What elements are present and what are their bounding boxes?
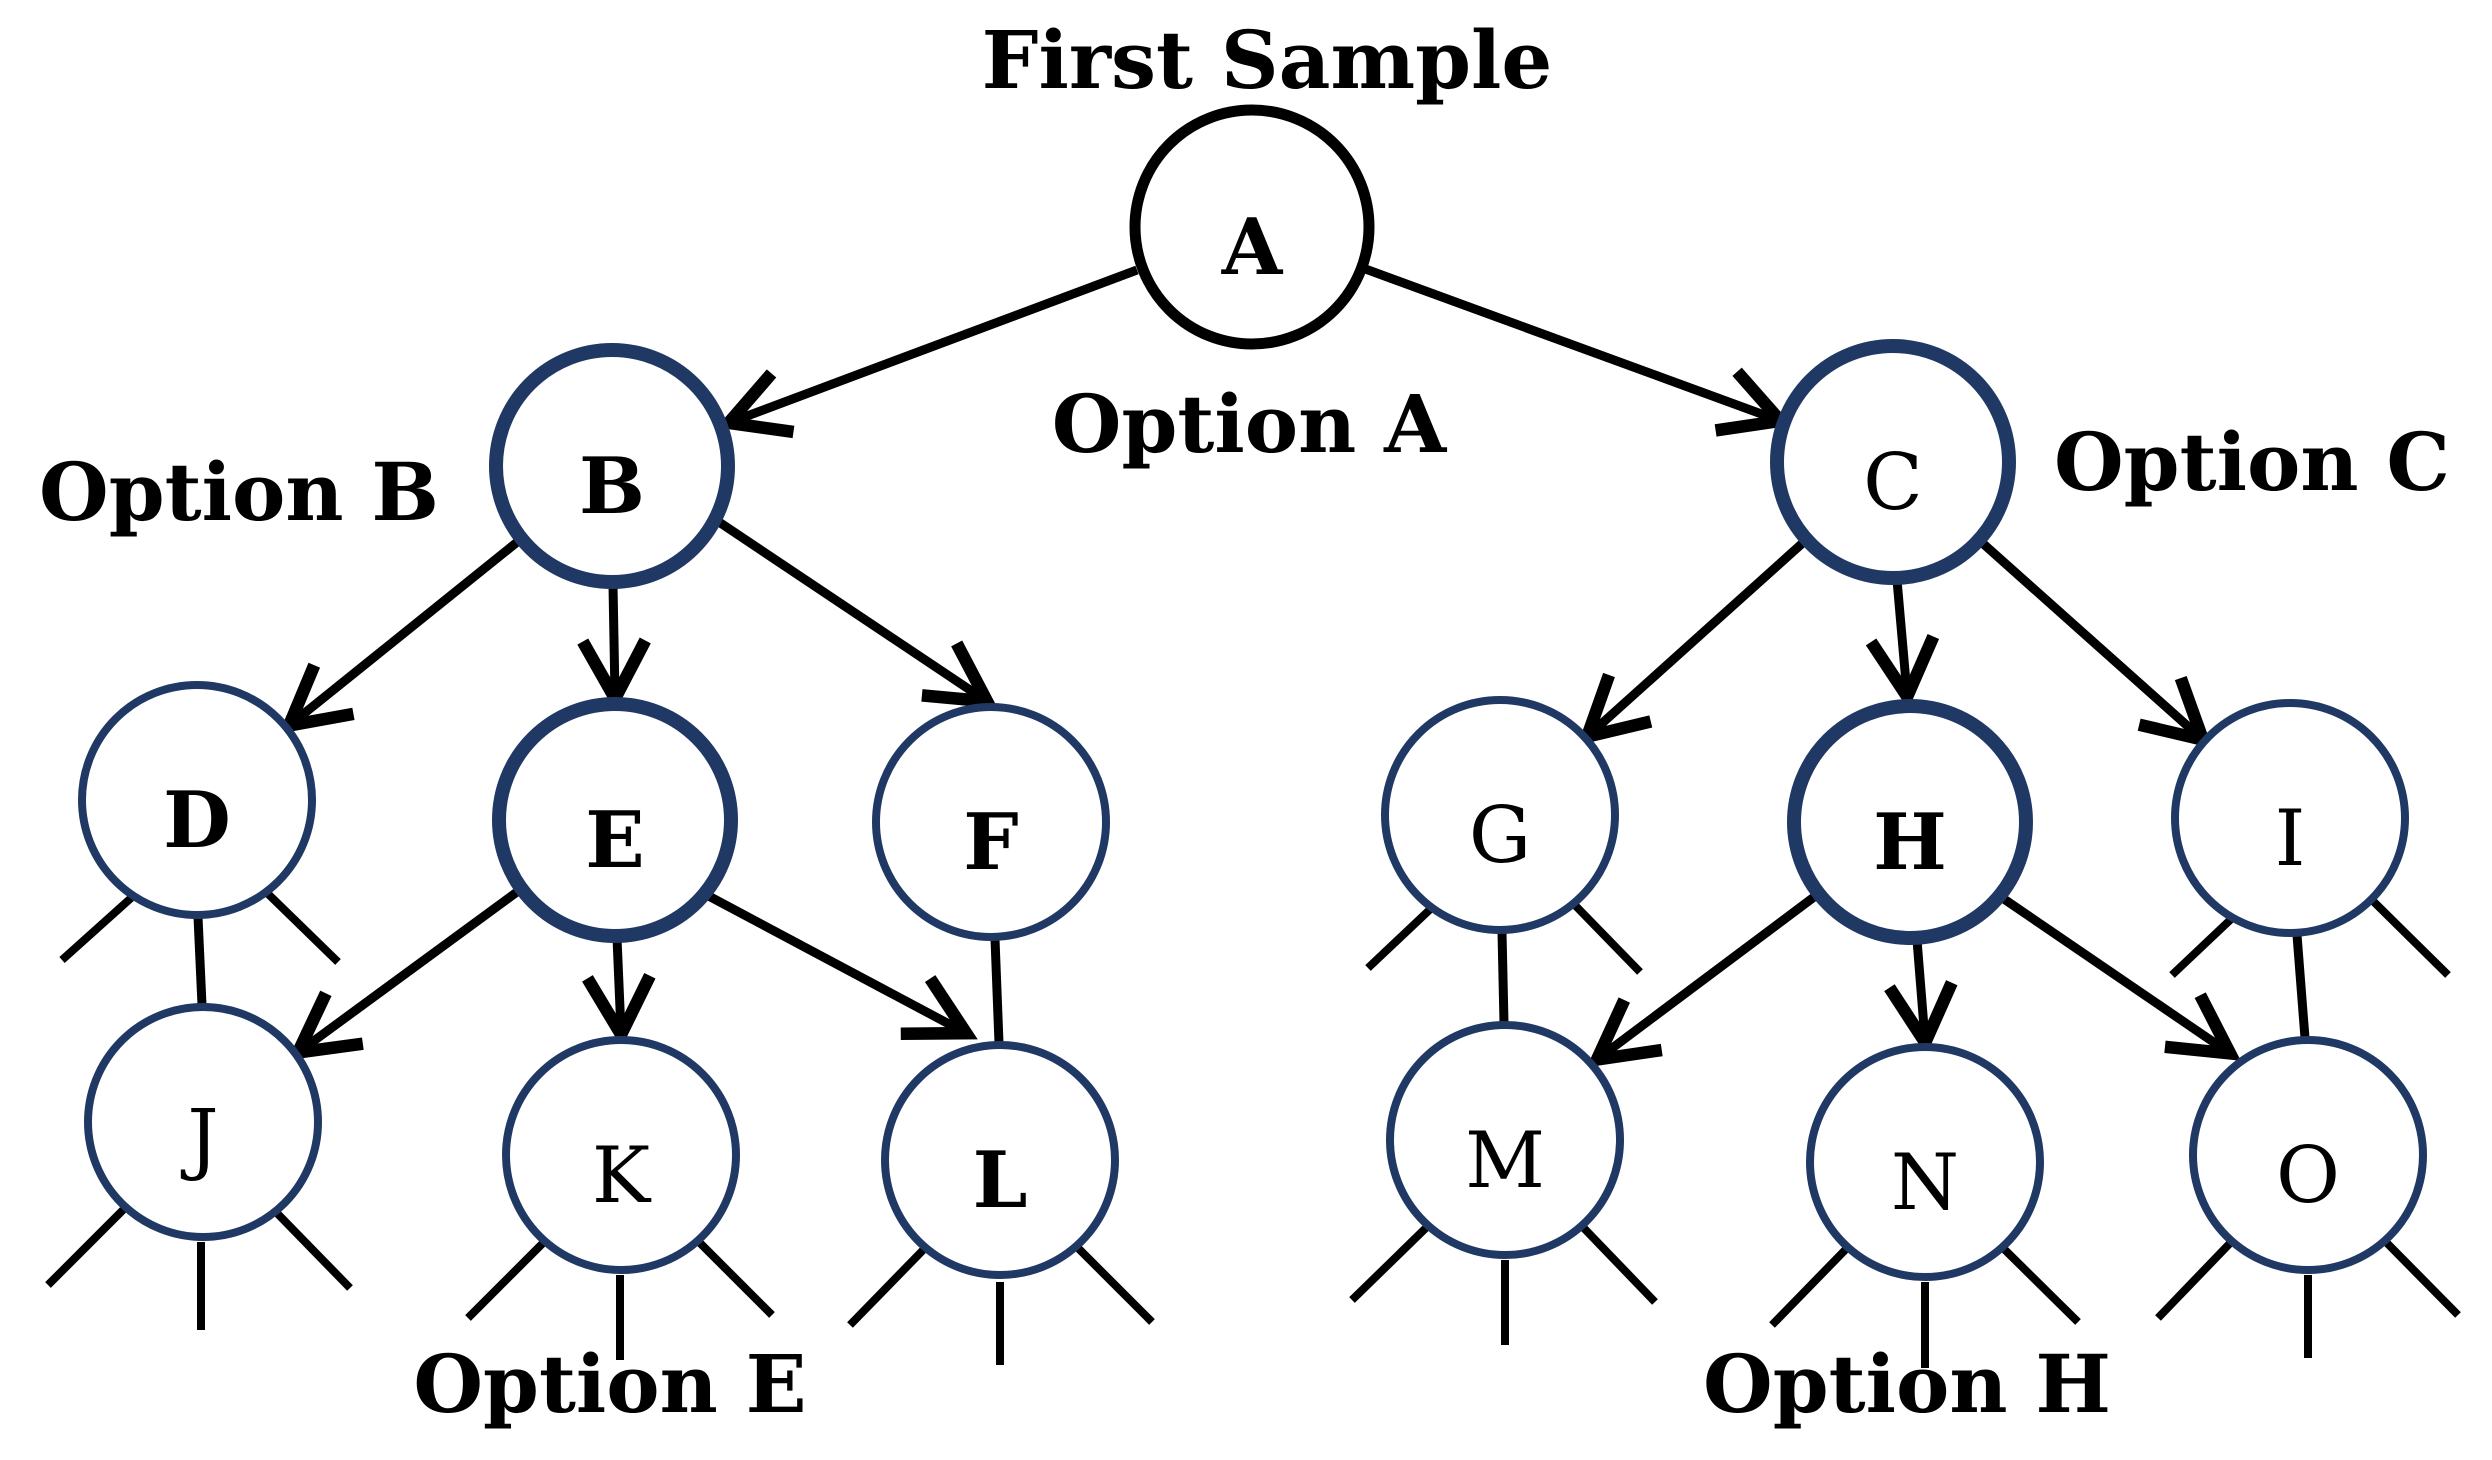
stub-i-right [2369,897,2451,978]
node-o-label: O [2276,1131,2340,1221]
node-i-label: I [2275,794,2306,884]
node-b: B [489,343,735,589]
edges-plain-links [193,916,2310,1044]
link-f-l [990,938,1004,1044]
node-o: O [2189,1036,2427,1274]
captions: First Sample Option A Option B Option C … [39,13,2450,1431]
edge-h-n [1884,939,1958,1056]
stub-n-right [1997,1242,2081,1325]
node-m-label: M [1465,1116,1545,1206]
node-g: G [1381,696,1619,934]
node-c: C [1770,339,2016,585]
edge-h-o [1998,893,2241,1061]
edge-b-d [278,535,524,734]
caption-first-sample: First Sample [982,13,1553,107]
edge-c-g [1577,536,1810,746]
stub-j-right [269,1205,353,1291]
edges-arrows [278,262,2241,1068]
node-d-label: D [163,775,231,866]
edge-a-b [716,265,1139,439]
node-d-circle [78,681,316,919]
node-k-circle [502,1036,740,1274]
node-a-label: A [1221,202,1284,293]
link-i-o [2292,934,2310,1039]
edge-a-c [1358,262,1793,437]
stub-k-left [465,1235,551,1321]
node-n-circle [1806,1043,2044,1281]
stub-m-right [1575,1219,1658,1305]
node-j-circle [84,1003,322,1241]
node-b-circle [489,343,735,589]
node-c-circle [1770,339,2016,585]
node-i: I [2171,699,2409,937]
stub-j-left [45,1202,131,1288]
node-j: J [84,1003,322,1241]
node-k-label: K [592,1131,652,1221]
node-e-label: E [585,795,644,886]
node-l: L [881,1041,1119,1279]
edge-b-f [713,516,998,709]
node-h: H [1787,699,2033,945]
nodes: A B C D E F G H [78,104,2427,1281]
node-a-circle [1129,104,1375,350]
node-f: F [872,703,1110,941]
stub-o-left [2155,1235,2238,1321]
edge-e-j [287,885,524,1061]
node-g-label: G [1469,791,1531,881]
node-l-circle [881,1041,1119,1279]
caption-option-e: Option E [413,1337,806,1431]
node-b-label: B [579,441,645,532]
node-m-circle [1386,1021,1624,1259]
node-e: E [492,697,738,943]
edge-b-e [577,584,651,712]
node-m: M [1386,1021,1624,1259]
stub-g-right [1565,895,1643,975]
node-n: N [1806,1043,2044,1281]
edge-c-h [1865,579,1940,710]
caption-option-a: Option A [1052,377,1447,471]
node-j-label: J [180,1094,218,1184]
edge-h-m [1586,890,1821,1068]
node-n-label: N [1891,1138,1959,1228]
stub-d-left [59,887,143,963]
caption-option-c: Option C [2054,415,2450,509]
edge-e-k [582,937,656,1048]
link-d-j [193,916,207,1006]
edge-e-l [700,889,978,1040]
stub-k-right [692,1235,775,1318]
stub-d-right [259,885,341,965]
stub-branches [45,885,2461,1368]
link-g-m [1497,931,1509,1024]
stub-g-left [1365,897,1443,971]
node-e-circle [492,697,738,943]
stub-o-right [2379,1235,2461,1318]
stub-n-left [1769,1242,1853,1328]
node-f-label: F [963,797,1018,888]
stub-l-left [847,1242,931,1328]
node-h-circle [1787,699,2033,945]
node-g-circle [1381,696,1619,934]
stub-l-right [1072,1242,1155,1325]
caption-option-b: Option B [39,445,439,539]
edge-c-i [1976,536,2213,749]
node-o-circle [2189,1036,2427,1274]
node-c-label: C [1863,438,1923,528]
stub-m-left [1349,1219,1435,1303]
caption-option-h: Option H [1703,1337,2111,1431]
node-f-circle [872,703,1110,941]
node-l-label: L [973,1135,1028,1226]
node-a: A [1129,104,1375,350]
node-k: K [502,1036,740,1274]
node-h-label: H [1873,797,1947,888]
node-d: D [78,681,316,919]
node-i-circle [2171,699,2409,937]
